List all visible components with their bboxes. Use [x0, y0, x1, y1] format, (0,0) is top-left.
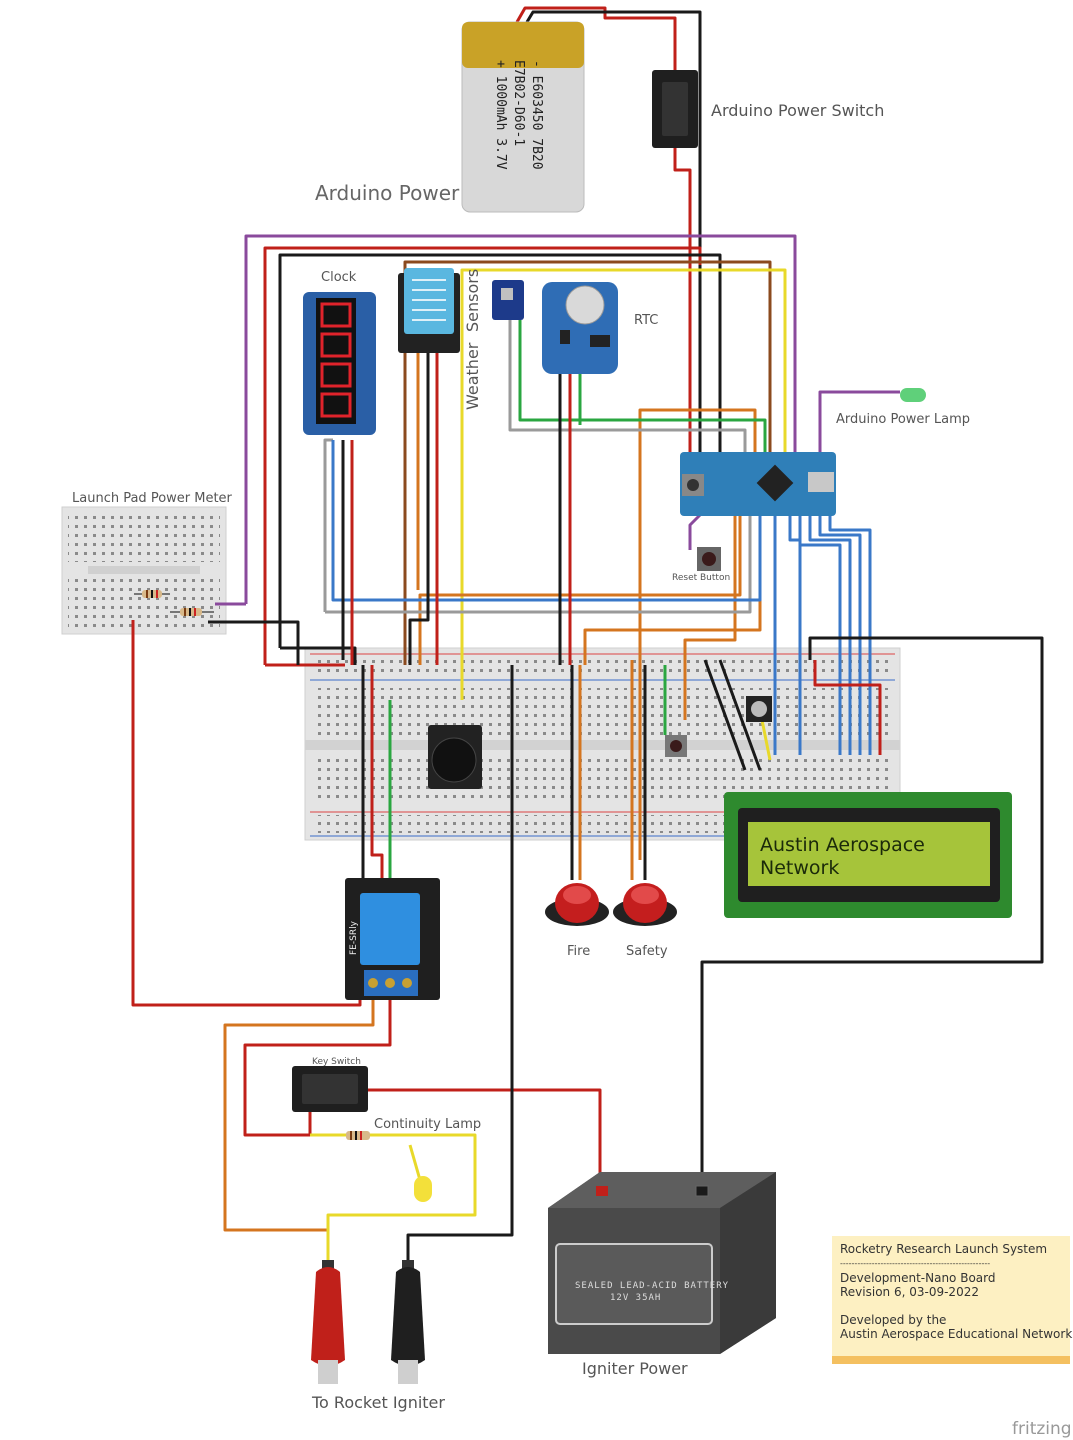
- safety-button[interactable]: [613, 883, 677, 926]
- fire-label: Fire: [567, 944, 590, 959]
- key-switch-label: Key Switch: [312, 1057, 361, 1067]
- lead-acid-battery: SEALED LEAD-ACID BATTERY 12V 35AH: [548, 1172, 776, 1354]
- rtc-label: RTC: [634, 313, 658, 328]
- igniter-power-label: Igniter Power: [582, 1359, 688, 1378]
- lcd-line2: Network: [760, 857, 839, 879]
- weather-sensor-dht: [398, 268, 460, 353]
- safety-label: Safety: [626, 944, 668, 959]
- continuity-resistor: [346, 1131, 370, 1140]
- continuity-lamp-led: [414, 1176, 432, 1202]
- key-switch[interactable]: [292, 1066, 368, 1112]
- note-line1: Development-Nano Board: [840, 1271, 995, 1285]
- clock-label: Clock: [321, 270, 357, 285]
- clock-display: [303, 292, 376, 435]
- note-line3: Developed by the: [840, 1313, 946, 1327]
- to-rocket-igniter-label: To Rocket Igniter: [311, 1393, 445, 1412]
- launch-pad-power-meter-breadboard: [61, 506, 227, 635]
- rtc-module: [542, 282, 618, 374]
- lcd-contrast-potentiometer[interactable]: [746, 696, 772, 722]
- lead-acid-line1: SEALED LEAD-ACID BATTERY: [575, 1281, 729, 1291]
- fire-button[interactable]: [545, 883, 609, 926]
- arduino-lipo-battery: - E603450 7B20 E7B02-D60-1 + 1000mAh 3.7…: [461, 21, 585, 213]
- weather-label: Weather: [463, 342, 482, 410]
- lead-acid-line2: 12V 35AH: [610, 1293, 661, 1303]
- meter-resistor-1: [134, 590, 170, 598]
- lcd-display: Austin Aerospace Network: [724, 792, 1012, 918]
- wires: [131, 6, 1044, 1262]
- meter-resistor-2: [170, 608, 214, 616]
- breadboard-pushbutton[interactable]: [665, 735, 687, 757]
- note-line4: Austin Aerospace Educational Network: [840, 1327, 1072, 1341]
- reset-button[interactable]: [697, 547, 721, 571]
- black-alligator-clip: [391, 1260, 425, 1384]
- battery-cell-line3: + 1000mAh 3.7V: [493, 60, 508, 170]
- arduino-power-label: Arduino Power: [315, 181, 460, 205]
- arduino-power-switch-label: Arduino Power Switch: [711, 101, 884, 120]
- sensors-label: Sensors: [463, 269, 482, 332]
- reset-button-label: Reset Button: [672, 573, 730, 583]
- arduino-power-switch[interactable]: [652, 70, 698, 148]
- arduino-power-lamp-led: [900, 388, 926, 402]
- relay-label: FE-SRly: [349, 920, 359, 955]
- fritzing-watermark: fritzing: [1012, 1419, 1072, 1439]
- launch-pad-power-meter-label: Launch Pad Power Meter: [72, 491, 233, 506]
- lcd-line1: Austin Aerospace: [760, 834, 925, 856]
- continuity-lamp-label: Continuity Lamp: [374, 1117, 481, 1132]
- note-separator: ----------------------------------------…: [840, 1259, 990, 1268]
- relay-module: [345, 878, 440, 1000]
- battery-cell-line2: E7B02-D60-1: [511, 60, 526, 146]
- red-alligator-clip: [311, 1260, 345, 1384]
- small-sensor-module: [492, 280, 524, 320]
- note-title: Rocketry Research Launch System: [840, 1242, 1047, 1256]
- battery-cell-line1: - E603450 7B20: [529, 60, 544, 170]
- revision-note: Rocketry Research Launch System --------…: [832, 1236, 1072, 1364]
- note-line2: Revision 6, 03-09-2022: [840, 1285, 979, 1299]
- arduino-nano: [680, 452, 836, 516]
- buzzer-module: [428, 725, 482, 789]
- arduino-power-lamp-label: Arduino Power Lamp: [836, 412, 970, 427]
